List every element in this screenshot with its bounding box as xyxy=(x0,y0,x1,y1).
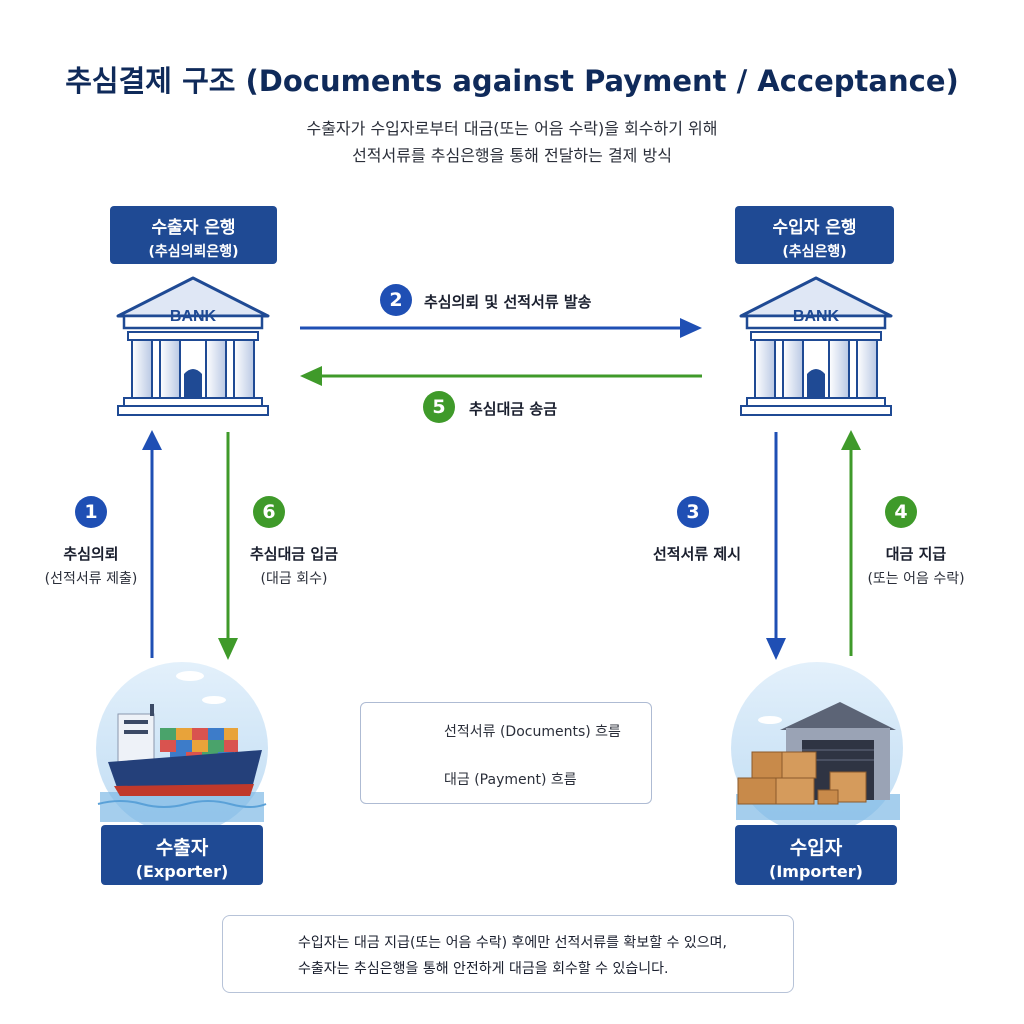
step-4-badge: 4 xyxy=(885,496,917,528)
warehouse-icon xyxy=(731,662,903,834)
step-4-label: 대금 지급 xyxy=(885,545,947,563)
arrow-step-4 xyxy=(841,430,861,656)
step-6-detail: (대금 회수) xyxy=(260,571,328,587)
importer-label: 수입자 (Importer) xyxy=(735,825,897,885)
arrow-step-3 xyxy=(766,432,786,660)
exporter-bank-label: 수출자 은행 (추심의뢰은행) xyxy=(110,206,277,264)
arrow-step-5 xyxy=(300,366,702,386)
page-title: 추심결제 구조 (Documents against Payment / Acc… xyxy=(65,64,959,98)
arrow-step-1 xyxy=(142,430,162,658)
exporter-bank-role: (추심의뢰은행) xyxy=(148,244,239,260)
exporter-bank-name: 수출자 은행 xyxy=(151,218,236,238)
legend-box xyxy=(360,702,652,804)
step-3-label: 선적서류 제시 xyxy=(652,545,742,563)
importer-name: 수입자 xyxy=(789,837,843,859)
step-2-label: 추심의뢰 및 선적서류 발송 xyxy=(424,293,592,311)
importer-bank-role: (추심은행) xyxy=(782,244,847,260)
step-6-badge: 6 xyxy=(253,496,285,528)
subtitle-line-2: 선적서류를 추심은행을 통해 전달하는 결제 방식 xyxy=(352,146,672,165)
legend-payment-label: 대금 (Payment) 흐름 xyxy=(444,772,577,788)
note-line-2: 수출자는 추심은행을 통해 안전하게 대금을 회수할 수 있습니다. xyxy=(298,961,669,977)
step-1-label: 추심의뢰 xyxy=(63,545,119,563)
step-1-detail: (선적서류 제출) xyxy=(44,571,138,587)
arrow-step-6 xyxy=(218,432,238,660)
step-4-detail: (또는 어음 수락) xyxy=(867,571,965,587)
note-line-1: 수입자는 대금 지급(또는 어음 수락) 후에만 선적서류를 확보할 수 있으며… xyxy=(298,935,727,951)
exporter-label: 수출자 (Exporter) xyxy=(101,825,263,885)
importer-english: (Importer) xyxy=(769,862,863,881)
step-3-badge: 3 xyxy=(677,496,709,528)
step-5-label: 추심대금 송금 xyxy=(469,400,558,418)
step-2-badge: 2 xyxy=(380,284,412,316)
importer-bank-label: 수입자 은행 (추심은행) xyxy=(735,206,894,264)
exporter-english: (Exporter) xyxy=(135,862,229,881)
exporter-bank-icon xyxy=(116,276,270,416)
importer-bank-sign: BANK xyxy=(793,308,840,325)
importer-bank-name: 수입자 은행 xyxy=(772,218,857,238)
step-6-label: 추심대금 입금 xyxy=(249,545,339,563)
subtitle-line-1: 수출자가 수입자로부터 대금(또는 어음 수락)을 회수하기 위해 xyxy=(306,119,718,138)
importer-bank-icon xyxy=(739,276,893,416)
note-box xyxy=(222,915,794,993)
step-1-badge: 1 xyxy=(75,496,107,528)
exporter-name: 수출자 xyxy=(155,837,209,859)
cargo-ship-icon xyxy=(96,662,268,834)
step-5-badge: 5 xyxy=(423,391,455,423)
exporter-bank-sign: BANK xyxy=(170,308,217,325)
legend-documents-label: 선적서류 (Documents) 흐름 xyxy=(444,724,621,740)
arrow-step-2 xyxy=(300,318,702,338)
